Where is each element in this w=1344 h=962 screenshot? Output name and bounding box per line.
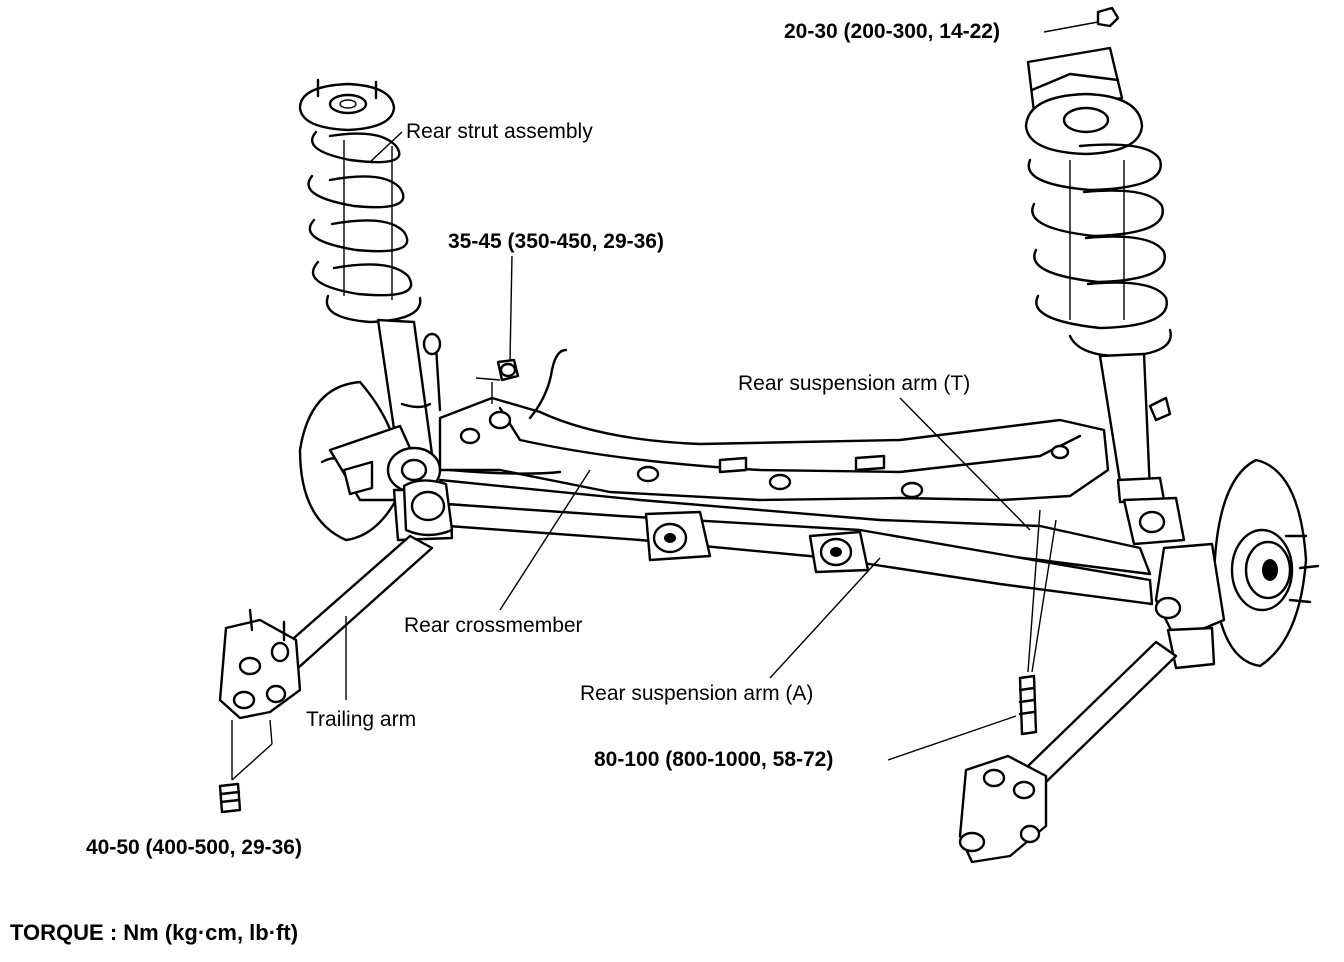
leader-lines [345, 21, 1099, 761]
label-trailing-arm: Trailing arm [306, 708, 417, 731]
rear-crossmember [438, 348, 1110, 502]
trailing-arms [218, 509, 1178, 864]
right-strut-assembly [1024, 6, 1186, 546]
rear-suspension-arms [402, 478, 1154, 606]
crossmember-nut [475, 358, 520, 404]
right-hub-assembly [1154, 458, 1320, 670]
label-torque-crossmember-nut: 35-45 (350-450, 29-36) [448, 230, 664, 253]
label-rear-suspension-arm-a: Rear suspension arm (A) [580, 682, 814, 705]
label-rear-suspension-arm-t: Rear suspension arm (T) [738, 372, 971, 395]
label-rear-crossmember: Rear crossmember [404, 614, 583, 637]
label-torque-upper-mount: 20-30 (200-300, 14-22) [784, 20, 1000, 43]
label-torque-units: TORQUE : Nm (kg·cm, lb·ft) [10, 920, 299, 945]
label-rear-strut-assembly: Rear strut assembly [406, 120, 593, 143]
label-torque-arm-bolt: 80-100 (800-1000, 58-72) [594, 748, 834, 771]
label-torque-trailing-bracket: 40-50 (400-500, 29-36) [86, 836, 302, 859]
